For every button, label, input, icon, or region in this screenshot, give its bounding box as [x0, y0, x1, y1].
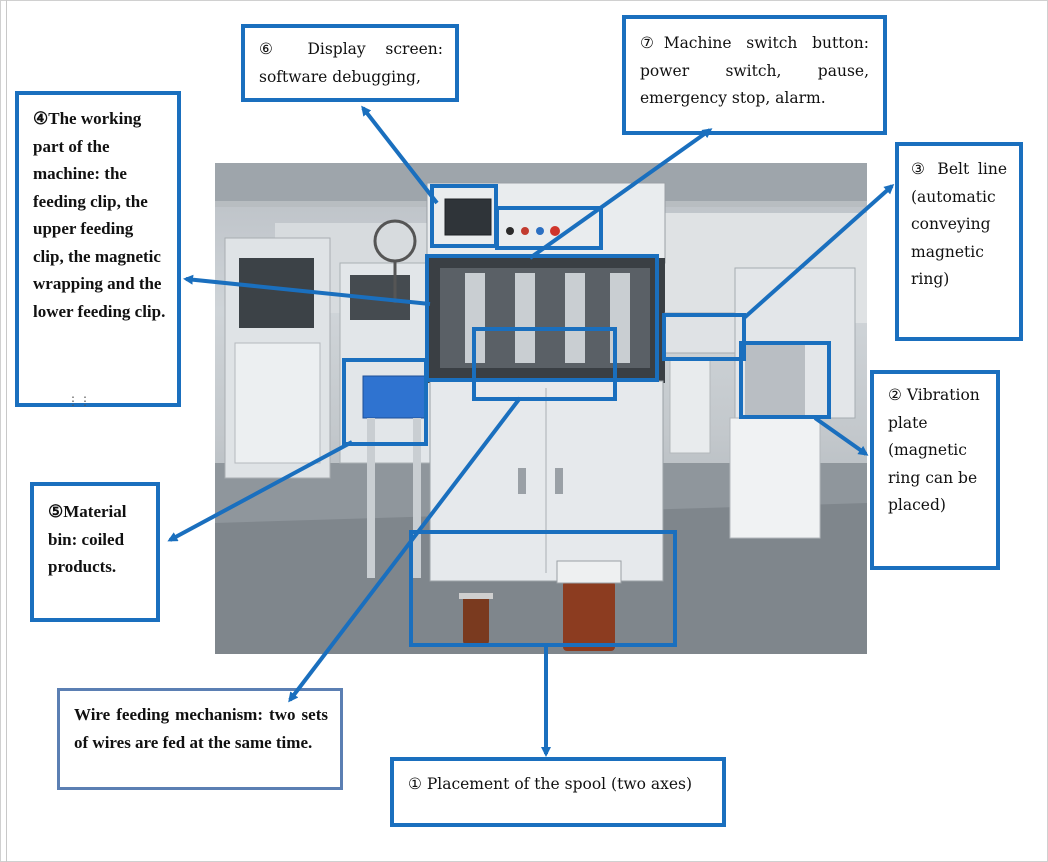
- callout-spool: ① Placement of the spool (two axes): [390, 757, 726, 827]
- machine-photo-drawing: [215, 163, 867, 654]
- callout-display-screen-text: ⑥ Display screen: software debugging,: [259, 40, 443, 86]
- callout-working-part-text: ④The working part of the machine: the fe…: [33, 109, 166, 321]
- drag-handle-icon[interactable]: ⋮⋮: [67, 394, 91, 408]
- callout-material-bin: ⑤Material bin: coiled products.: [30, 482, 160, 622]
- callout-wire-feeding: Wire feeding mechanism: two sets of wire…: [57, 688, 343, 790]
- callout-material-bin-text: ⑤Material bin: coiled products.: [48, 502, 127, 576]
- left-margin-rule: [6, 0, 7, 862]
- callout-switch-button: ⑦Machine switch button: power switch, pa…: [622, 15, 887, 135]
- callout-working-part: ④The working part of the machine: the fe…: [15, 91, 181, 407]
- callout-switch-button-text: ⑦Machine switch button: power switch, pa…: [640, 34, 869, 107]
- callout-vibration-plate-text: ② Vibration plate (magnetic ring can be …: [888, 386, 980, 514]
- callout-display-screen: ⑥ Display screen: software debugging,: [241, 24, 459, 102]
- callout-belt-line-text: ③ Belt line (automatic conveying magneti…: [911, 160, 1007, 288]
- callout-spool-text: ① Placement of the spool (two axes): [408, 775, 693, 793]
- callout-vibration-plate: ② Vibration plate (magnetic ring can be …: [870, 370, 1000, 570]
- callout-wire-feeding-text: Wire feeding mechanism: two sets of wire…: [74, 705, 328, 752]
- machine-photo: [215, 163, 867, 654]
- callout-belt-line: ③ Belt line (automatic conveying magneti…: [895, 142, 1023, 341]
